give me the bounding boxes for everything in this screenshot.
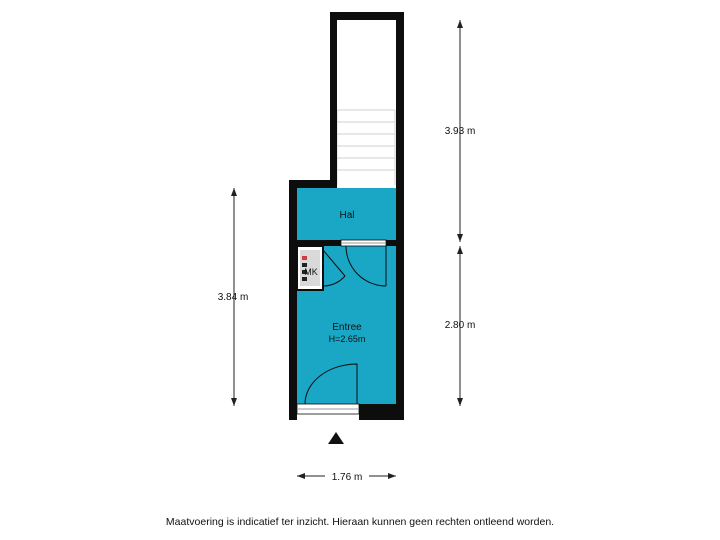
disclaimer-text: Maatvoering is indicatief ter inzicht. H… [165,516,555,528]
dimension-label-right-lower: 2.80 m [445,320,476,331]
wall [396,12,404,420]
room-label-hal: Hal [339,210,354,221]
wall [297,240,341,246]
dimension-label-left: 3.84 m [218,292,249,303]
dimension-right-upper [457,20,463,242]
wall [386,240,396,246]
walls [289,12,404,420]
entrance-arrow-icon [328,432,344,444]
staircase [336,20,396,185]
dimension-label-bottom: 1.76 m [332,472,363,483]
mk-door-swing [322,249,346,287]
front-door [296,363,360,415]
wall [289,180,297,420]
room-hal [297,188,396,240]
dimension-right-lower [457,246,463,406]
room-label-entree: Entree [332,322,362,333]
wall [289,404,297,420]
wall [359,404,396,420]
dimension-left [231,188,237,406]
dimension-label-right-upper: 3.93 m [445,126,476,137]
dimension-label-bg [325,469,369,483]
staircase-shaft [336,20,396,185]
wall [330,12,337,188]
room-label-mk: MK [304,267,318,277]
room-height-entree: H=2.65m [329,334,366,344]
wall [289,180,337,188]
door-swing-icon [345,245,387,287]
door-hal-entree [340,239,387,247]
wall [330,12,404,20]
